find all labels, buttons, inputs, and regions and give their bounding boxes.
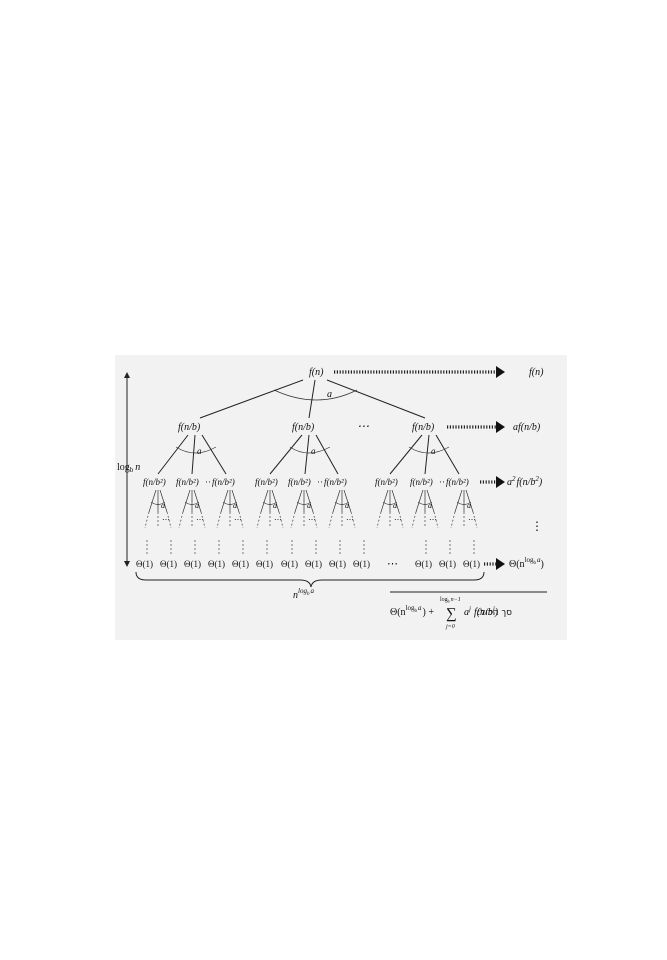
svg-text:⋯: ⋯ (308, 515, 316, 524)
total-sum-upper: logbn−1 (440, 597, 461, 604)
fan-label-1: a (161, 501, 165, 510)
leaf-count-brace (135, 571, 485, 588)
level2-node-7: f(n/b²) (375, 477, 398, 487)
level1-branch-label-3: a (431, 446, 436, 456)
svg-text:⋯: ⋯ (196, 515, 204, 524)
level1-node-2: f(n/b) (292, 422, 315, 433)
leaf-13: Θ(1) (463, 559, 480, 569)
row-sum-leaves: Θ(nlogba) (509, 556, 544, 570)
leaf-12: Θ(1) (439, 559, 456, 569)
level2-node-5: f(n/b²) (288, 477, 311, 487)
level2-node-6: f(n/b²) (324, 477, 347, 487)
leaf-10: Θ(1) (353, 559, 370, 569)
fan-label-8: a (428, 501, 432, 510)
fan-label-3: a (233, 501, 237, 510)
leaf-7: Θ(1) (281, 559, 298, 569)
level2-node-9: f(n/b²) (446, 477, 469, 487)
total-theta: Θ(nlogba) + (390, 604, 434, 618)
fan-ellipses: ⋯ ⋯ ⋯ ⋯ ⋯ ⋯ ⋯ ⋯ ⋯ (162, 515, 476, 524)
figure-panel (115, 355, 567, 640)
level1-branch-label-2: a (311, 446, 316, 456)
leaf-ellipsis: ⋯ (387, 558, 398, 570)
level2-node-1: f(n/b²) (143, 477, 166, 487)
fan-label-9: a (467, 501, 471, 510)
fan-label-7: a (393, 501, 397, 510)
level2-node-2: f(n/b²) (176, 477, 199, 487)
total-sigma: ∑ (446, 606, 457, 622)
row-sum-1: af(n/b) (513, 422, 541, 433)
row-sum-0: f(n) (529, 367, 544, 378)
svg-text:⋯: ⋯ (346, 515, 354, 524)
leaf-1: Θ(1) (136, 559, 153, 569)
fan-label-6: a (345, 501, 349, 510)
fan-label-5: a (307, 501, 311, 510)
root-node: f(n) (309, 367, 324, 378)
edge-root-l1b (308, 379, 316, 419)
level2-node-3: f(n/b²) (212, 477, 235, 487)
root-branch-arc (273, 389, 358, 401)
leaf-4: Θ(1) (208, 559, 225, 569)
svg-text:⋯: ⋯ (234, 515, 242, 524)
row-sum-2: a2f(n/b2) (507, 475, 543, 488)
level1-node-1: f(n/b) (178, 422, 201, 433)
row-sum-vdots: ⋮ (531, 519, 543, 533)
leaf-11: Θ(1) (415, 559, 432, 569)
svg-text:⋯: ⋯ (429, 515, 437, 524)
leaf-8: Θ(1) (305, 559, 322, 569)
row-sum-arrows (334, 366, 505, 570)
leaf-5: Θ(1) (232, 559, 249, 569)
leaf-9: Θ(1) (329, 559, 346, 569)
total-sum-lower: j=0 (445, 624, 455, 630)
edge-root-l1a (199, 379, 304, 419)
leaf-2: Θ(1) (160, 559, 177, 569)
leaf-count-label: nlogba (293, 587, 314, 601)
leaf-6: Θ(1) (256, 559, 273, 569)
svg-text:⋯: ⋯ (468, 515, 476, 524)
level2-node-8: f(n/b²) (410, 477, 433, 487)
level1-edges (157, 434, 460, 475)
level2-node-4: f(n/b²) (255, 477, 278, 487)
fan-label-2: a (195, 501, 199, 510)
svg-text:⋯: ⋯ (274, 515, 282, 524)
svg-text:⋯: ⋯ (394, 515, 402, 524)
level2-gap-1: ·· (205, 477, 211, 487)
root-branch-label: a (327, 389, 332, 400)
level2-gap-3: ·· (439, 477, 445, 487)
svg-text:⋯: ⋯ (162, 515, 170, 524)
level1-branch-label-1: a (197, 446, 202, 456)
total-hebrew-label: סך הכול: (477, 608, 512, 618)
leaf-3: Θ(1) (184, 559, 201, 569)
level1-node-3: f(n/b) (412, 422, 435, 433)
level2-fans (144, 489, 478, 529)
level2-gap-2: ·· (317, 477, 323, 487)
leaf-row: Θ(1) Θ(1) Θ(1) Θ(1) Θ(1) Θ(1) Θ(1) Θ(1) … (136, 558, 480, 570)
fan-label-4: a (273, 501, 277, 510)
edge-root-l1c (326, 379, 426, 419)
level1-ellipsis: ⋯ (357, 419, 369, 433)
